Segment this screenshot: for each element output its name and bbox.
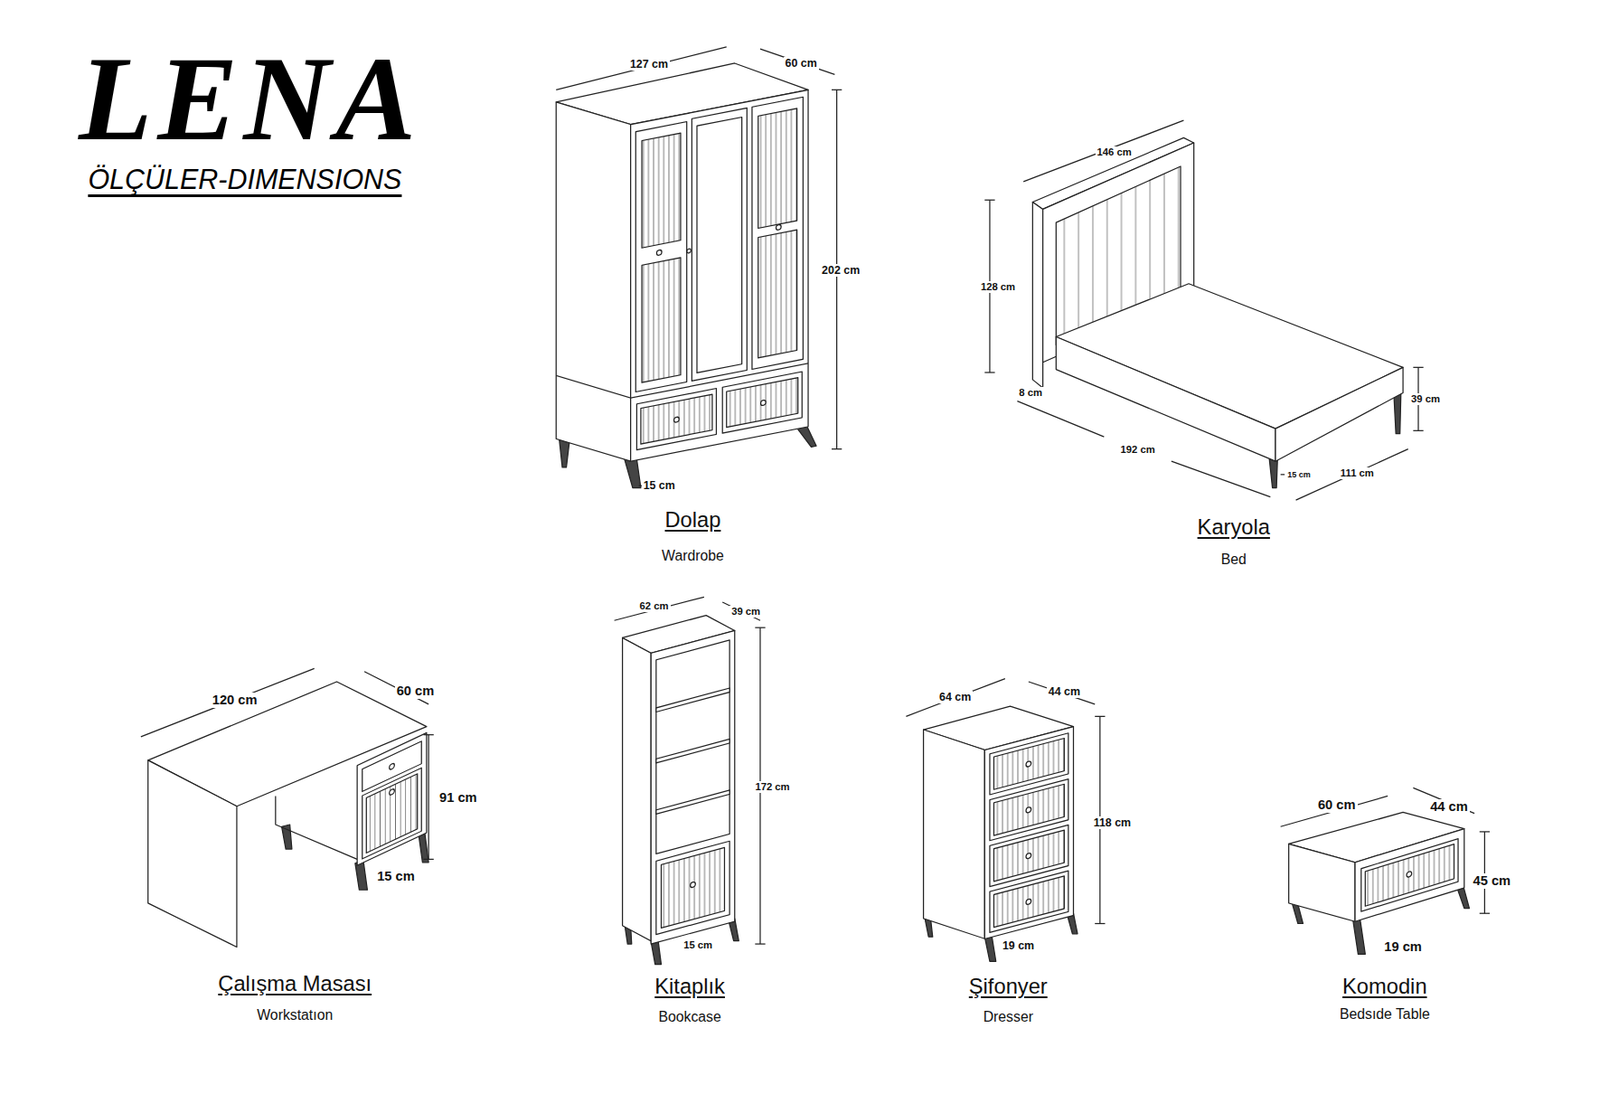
dimension: 192 cm: [1119, 443, 1158, 456]
product-name-en: Bedsıde Table: [1339, 1006, 1431, 1023]
product-name: Şifonyer: [969, 974, 1048, 999]
dimension: 15 cm: [375, 868, 417, 885]
dimension: 39 cm: [729, 605, 763, 618]
dimension: 39 cm: [1409, 393, 1442, 405]
workstation: [141, 668, 434, 947]
product-name-en: Workstatıon: [256, 1007, 333, 1024]
dimension: 91 cm: [437, 790, 480, 806]
dimension: 62 cm: [638, 600, 671, 612]
dimension: 118 cm: [1091, 816, 1133, 829]
product-name: Çalışma Masası: [217, 971, 372, 997]
bedside-table: [1280, 787, 1490, 954]
title: LENA: [78, 29, 422, 169]
dimension: 60 cm: [783, 56, 819, 70]
product-name: Dolap: [665, 508, 722, 533]
dimension: 44 cm: [1046, 685, 1083, 698]
dimension: 45 cm: [1471, 873, 1514, 889]
dimension: 146 cm: [1095, 146, 1134, 159]
dimension: 60 cm: [395, 683, 437, 699]
product-name-en: Wardrobe: [661, 547, 725, 565]
bookcase: [614, 596, 766, 964]
product-name-en: Dresser: [983, 1008, 1034, 1026]
dimension: 44 cm: [1428, 799, 1470, 815]
dimension: 120 cm: [210, 692, 260, 708]
dimension: 19 cm: [1382, 939, 1424, 955]
product-name: Komodin: [1342, 974, 1428, 999]
product-name: Karyola: [1197, 515, 1271, 540]
dimension: 8 cm: [1016, 386, 1045, 399]
dimension: 15 cm: [681, 939, 715, 951]
product-name: Kitaplık: [654, 974, 725, 999]
bed: [984, 120, 1423, 500]
dimension: 64 cm: [937, 690, 973, 704]
product-name-en: Bed: [1221, 551, 1247, 568]
dimension: 128 cm: [978, 281, 1017, 293]
dimension: 127 cm: [628, 57, 670, 71]
dimension: 202 cm: [819, 263, 862, 277]
product-name-en: Bookcase: [658, 1008, 721, 1026]
wardrobe: [555, 47, 842, 489]
dresser: [905, 678, 1105, 962]
dimension: 15 cm: [1285, 470, 1313, 480]
dimension: 111 cm: [1338, 467, 1376, 480]
dimension: 172 cm: [752, 781, 791, 793]
dimension: 19 cm: [1000, 939, 1036, 952]
subtitle: ÖLÇÜLER-DIMENSIONS: [87, 163, 402, 196]
dimension: 60 cm: [1316, 797, 1358, 813]
dimension: 15 cm: [641, 479, 678, 492]
